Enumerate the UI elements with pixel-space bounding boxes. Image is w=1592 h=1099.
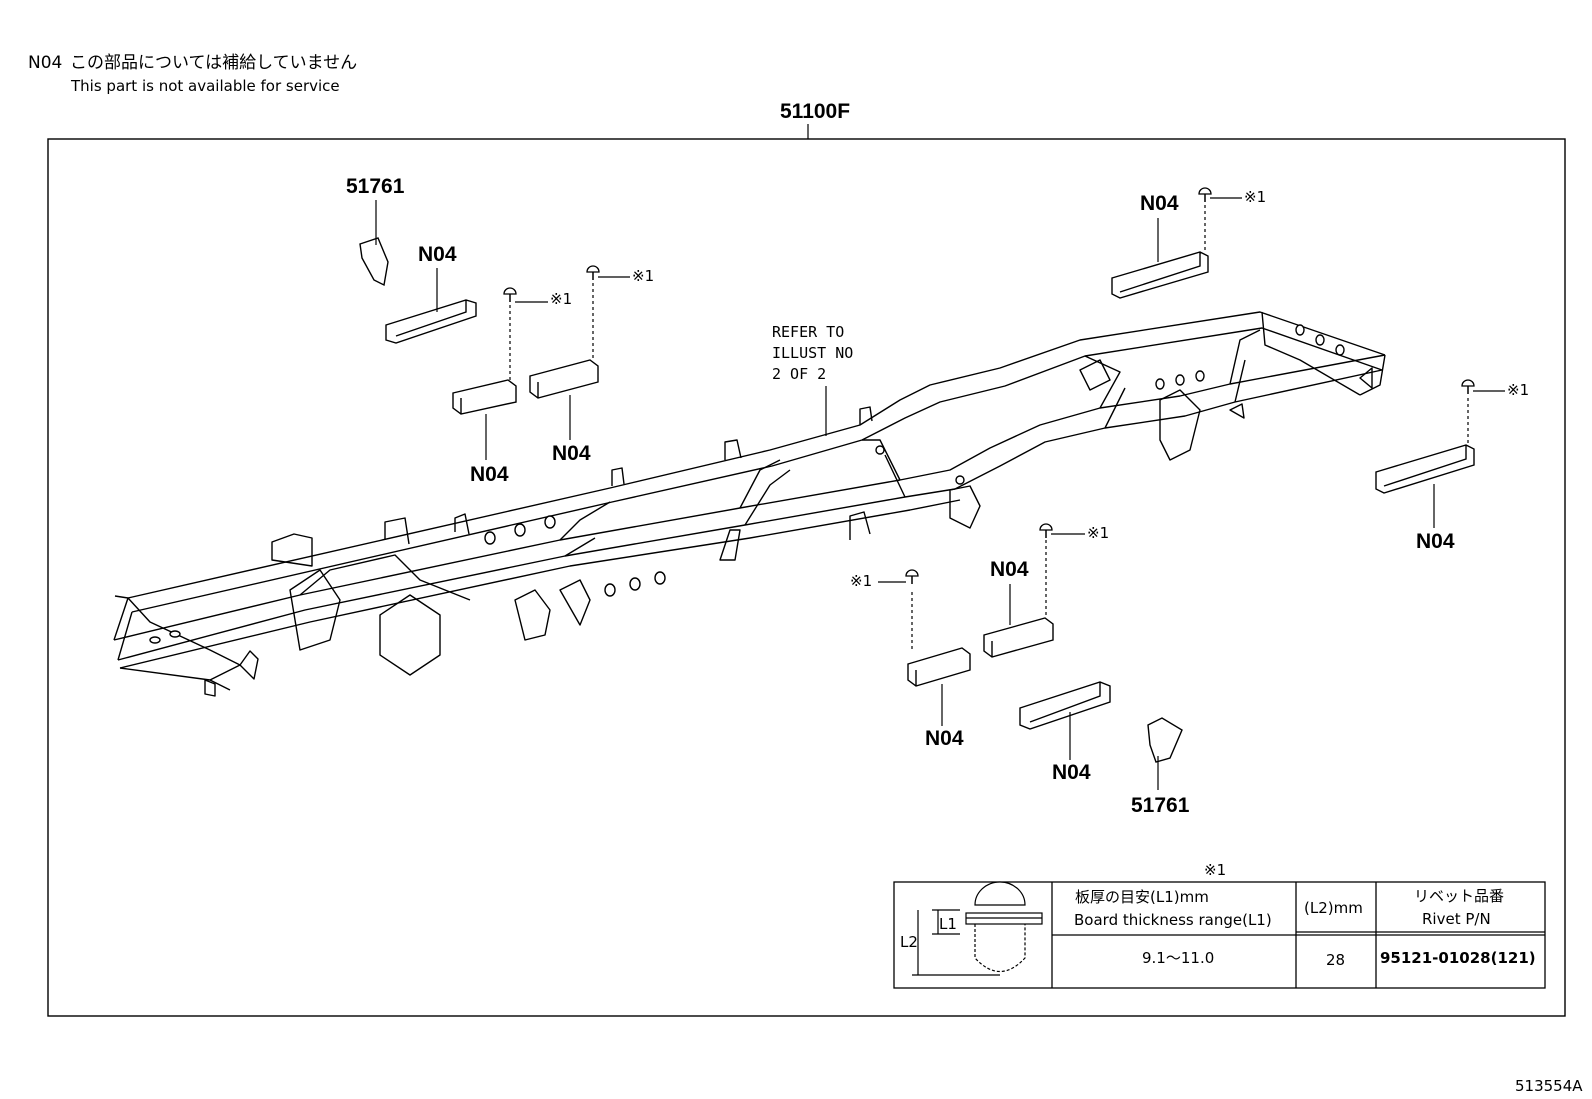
header-thickness-en: Board thickness range(L1) <box>1074 911 1272 929</box>
channel-n04-1 <box>385 299 477 344</box>
channel-n04-5 <box>1375 444 1475 494</box>
part-label-n04-4: N04 <box>1140 192 1179 215</box>
refer-line-3: 2 OF 2 <box>772 365 826 383</box>
plate-n04-3 <box>529 359 599 399</box>
rivet-1 <box>503 287 517 303</box>
part-label-n04-6: N04 <box>990 558 1029 581</box>
refer-line-1: REFER TO <box>772 323 844 341</box>
header-thickness-jp: 板厚の目安(L1)mm <box>1075 888 1209 906</box>
plate-n04-2 <box>452 379 517 415</box>
figure-id: 513554A <box>1515 1077 1583 1095</box>
part-label-n04-2: N04 <box>470 463 509 486</box>
value-l2: 28 <box>1326 951 1345 969</box>
channel-n04-4 <box>1111 251 1209 299</box>
part-label-n04-3: N04 <box>552 442 591 465</box>
part-label-n04-5: N04 <box>1416 530 1455 553</box>
part-label-n04-7: N04 <box>925 727 964 750</box>
note-english: This part is not available for service <box>70 77 340 95</box>
value-thickness: 9.1〜11.0 <box>1142 949 1214 967</box>
channel-n04-8 <box>1019 681 1111 730</box>
rivet-3 <box>1198 187 1212 203</box>
refer-line-2: ILLUST NO <box>772 344 853 362</box>
assembly-border <box>47 138 1566 1017</box>
rivet-4 <box>1461 379 1475 395</box>
part-label-n04-8: N04 <box>1052 761 1091 784</box>
rivet-mark-2: ※1 <box>632 267 654 285</box>
part-label-n04-1: N04 <box>418 243 457 266</box>
rivet-spec-table <box>893 881 1546 989</box>
bracket-51761-bottom <box>1147 717 1183 763</box>
chassis-frame-drawing <box>113 311 1386 697</box>
rivet-mark-4: ※1 <box>1507 381 1529 399</box>
diagram-label-l2: L2 <box>900 933 918 951</box>
rivet-2 <box>586 265 600 281</box>
rivet-mark-3: ※1 <box>1244 188 1266 206</box>
assembly-number: 51100F <box>780 100 850 123</box>
bracket-51761-top <box>359 237 389 287</box>
rivet-mark-1: ※1 <box>550 290 572 308</box>
note-japanese: この部品については補給していません <box>70 53 357 73</box>
plate-n04-6 <box>983 617 1054 658</box>
header-rivet-en: Rivet P/N <box>1422 910 1491 928</box>
part-label-51761-top: 51761 <box>346 175 405 198</box>
note-code: N04 <box>28 53 62 73</box>
rivet-5 <box>1039 523 1053 539</box>
header-l2: (L2)mm <box>1304 899 1363 917</box>
part-label-51761-bottom: 51761 <box>1131 794 1190 817</box>
rivet-mark-5: ※1 <box>1087 524 1109 542</box>
plate-n04-7 <box>907 647 971 687</box>
rivet-6 <box>905 569 919 585</box>
rivet-mark-6: ※1 <box>850 572 872 590</box>
diagram-label-l1: L1 <box>939 915 957 933</box>
header-rivet-jp: リベット品番 <box>1414 887 1504 905</box>
rivet-section-diagram <box>912 881 1043 976</box>
value-rivet-pn: 95121-01028(121) <box>1380 949 1536 967</box>
table-rivet-mark: ※1 <box>1204 861 1226 879</box>
